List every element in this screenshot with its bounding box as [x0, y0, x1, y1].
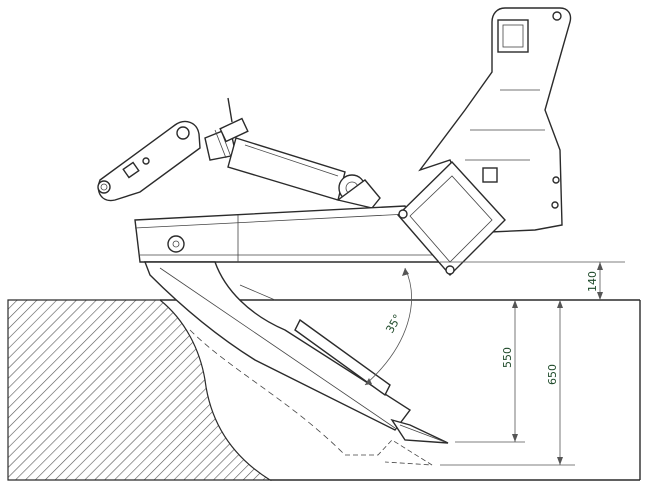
clamp-box: [397, 160, 506, 277]
subsoiler-shank: [143, 261, 412, 431]
frame-beam: [134, 205, 442, 263]
dimension-lines: 140 550 650: [440, 261, 625, 466]
loosened-soil-profile: [189, 329, 346, 456]
working-depth-label: 550: [501, 347, 514, 368]
shank-angle-label: 35°: [383, 312, 404, 335]
undisturbed-soil-hatch: [7, 299, 273, 481]
angle-indicator: 35°: [364, 267, 412, 386]
hydraulic-cylinder: [97, 97, 381, 209]
frame-clearance-label: 140: [586, 271, 599, 292]
tine-point: [345, 418, 449, 466]
max-depth-label: 650: [546, 364, 559, 385]
